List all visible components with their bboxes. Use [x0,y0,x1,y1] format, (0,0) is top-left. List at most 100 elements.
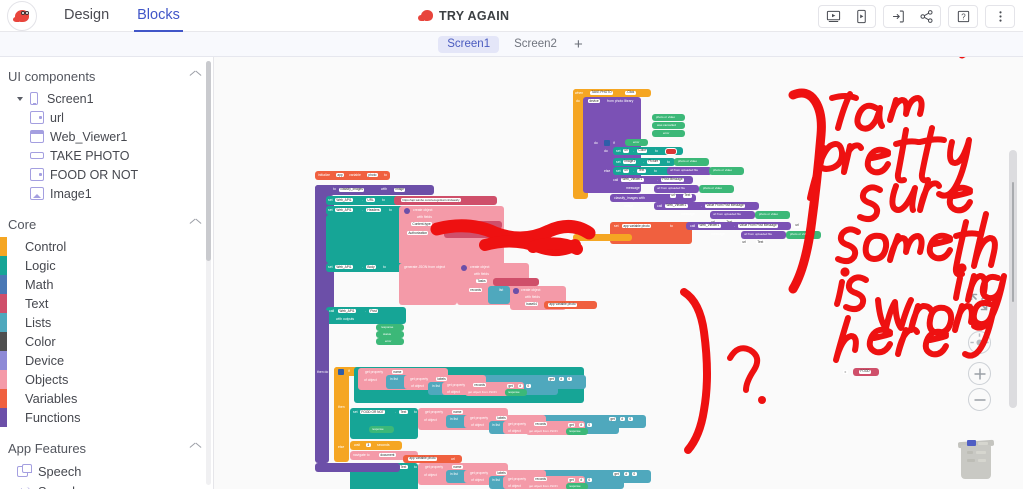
block-field[interactable]: labels [436,376,448,382]
export-app-icon[interactable] [884,6,912,27]
block-object-icon[interactable] [461,265,467,271]
block-field[interactable]: get [613,471,621,477]
block-field[interactable]: Image1 [623,159,637,164]
block-field[interactable]: Web_Viewer1 [665,203,688,208]
share-project-icon[interactable] [912,6,940,27]
block-field[interactable]: records [469,287,483,293]
block-field[interactable]: TAKE PHOTO [590,90,614,95]
block-param-error[interactable] [652,130,685,137]
block-field[interactable]: # [620,416,625,422]
block-response-var-3[interactable] [566,428,588,435]
category-logic[interactable]: Logic [0,256,213,275]
block-field[interactable]: name [452,464,463,470]
block-field[interactable]: name [452,409,463,415]
block-field[interactable]: photo [367,172,378,178]
block-photo-or-video-3[interactable] [699,185,734,193]
block-field[interactable]: Web_Viewer1 [621,177,644,182]
block-field[interactable]: Picture [647,159,660,164]
expand-blocks-icon[interactable] [967,290,991,314]
block-initialize-app-variable[interactable] [315,171,390,180]
block-field[interactable]: app [336,172,345,178]
block-wait-seconds[interactable] [350,441,402,450]
section-header-core[interactable]: Core [0,211,213,237]
block-field[interactable]: app variable photo [408,456,438,461]
block-make-list[interactable] [488,286,510,304]
block-field[interactable]: # [518,383,523,389]
block-param-was-cancelled[interactable] [652,122,685,129]
center-blocks-button[interactable] [968,331,991,354]
block-set-url-color[interactable] [613,147,683,155]
section-header-ui-components[interactable]: UI components [0,63,213,89]
category-functions[interactable]: Functions [0,408,213,427]
block-field[interactable]: device [588,98,600,104]
block-field[interactable]: Value From Post Message [705,203,746,208]
block-field[interactable]: application/json [450,222,473,227]
block-field[interactable]: url [670,193,677,198]
block-get-object-from-json-2[interactable] [526,428,585,435]
block-field[interactable]: url [741,239,748,245]
block-url-from-uploaded-file-1[interactable] [667,167,712,175]
block-field[interactable]: Text [808,223,817,228]
block-field[interactable]: 0 [587,477,592,483]
block-object-icon[interactable] [513,288,519,294]
block-field[interactable]: labels [496,415,508,421]
trash-can[interactable] [957,432,999,480]
block-field[interactable]: url [623,168,630,173]
block-call-webviewer-post-message[interactable] [610,176,693,184]
block-if-then-else[interactable] [334,367,349,462]
category-objects[interactable]: Objects [0,370,213,389]
block-field[interactable]: Web_Viewer1 [698,223,721,228]
tree-item-screen1[interactable]: Screen1 [0,89,213,108]
tab-blocks[interactable]: Blocks [134,0,183,32]
block-field[interactable]: Body [366,264,377,270]
chevron-up-icon[interactable] [190,73,201,80]
block-url-from-uploaded-file-3[interactable] [710,211,755,219]
block-field[interactable]: # [579,422,584,428]
category-variables[interactable]: Variables [0,389,213,408]
block-field[interactable]: Text [637,168,646,173]
block-field[interactable]: Post [369,308,379,314]
block-output-error[interactable] [376,338,404,345]
block-mutator-icon[interactable] [338,369,344,375]
tree-item-image1[interactable]: Image1 [0,184,213,203]
expand-triangle-icon[interactable] [17,96,23,101]
help-icon[interactable]: ? [949,6,977,27]
zoom-out-button[interactable] [968,388,991,411]
block-field[interactable]: get [548,376,556,382]
block-field[interactable]: 3 [366,442,371,448]
screen-tab-screen1[interactable]: Screen1 [438,35,500,53]
block-field[interactable]: URL [366,197,376,203]
block-field[interactable]: Text [399,409,408,415]
category-lists[interactable]: Lists [0,313,213,332]
block-field[interactable]: Value From Post Message [738,223,779,228]
block-field[interactable]: https://api.wimbo.com/recognition/v1/cla… [401,197,461,203]
block-field[interactable]: FOOD OR NOT [360,409,386,415]
block-field[interactable]: classify_images [339,187,365,192]
block-field[interactable]: name [392,369,403,375]
zoom-in-button[interactable] [968,362,991,385]
block-field[interactable]: 0 [567,376,572,382]
block-field[interactable]: Color [637,148,648,153]
block-field[interactable]: 0 [587,422,592,428]
category-math[interactable]: Math [0,275,213,294]
block-field[interactable]: Web_API1 [335,197,353,203]
block-field[interactable]: Post Message [661,177,684,182]
block-field[interactable]: Text [756,239,765,245]
block-field[interactable]: app variable photo [622,223,652,229]
block-get-object-from-json-1[interactable] [465,389,524,396]
block-field[interactable]: 0 [628,416,633,422]
block-object-icon[interactable] [404,208,410,214]
block-get-object-from-json-3[interactable] [526,483,585,489]
block-field[interactable]: Text [399,464,408,470]
block-field[interactable]: url [623,148,630,153]
block-field[interactable]: labels [496,470,508,476]
canvas-vertical-scrollbar[interactable] [1011,182,1014,302]
sidebar-scrollbar[interactable] [206,61,211,261]
screen-tab-screen2[interactable]: Screen2 [514,38,557,50]
tree-item-web-viewer1[interactable]: Web_Viewer1 [0,127,213,146]
block-output-status[interactable] [376,331,404,338]
connect-emulator-icon[interactable] [819,6,847,27]
block-response-var-4[interactable] [566,483,588,489]
block-response-var-2[interactable] [369,426,394,433]
block-field[interactable]: get [568,422,576,428]
